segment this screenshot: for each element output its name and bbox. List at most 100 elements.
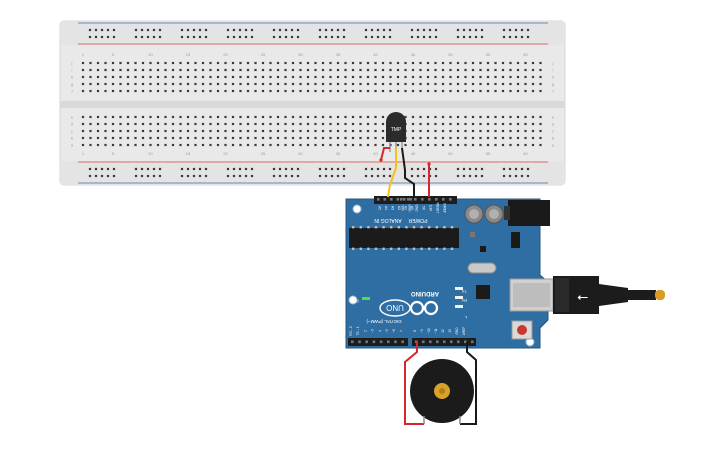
breadboard-hole[interactable] bbox=[366, 89, 370, 93]
breadboard-hole[interactable] bbox=[330, 174, 334, 178]
breadboard-hole[interactable] bbox=[410, 35, 414, 39]
breadboard-hole[interactable] bbox=[410, 167, 414, 171]
breadboard-hole[interactable] bbox=[134, 75, 137, 79]
breadboard-hole[interactable] bbox=[291, 68, 295, 72]
breadboard-hole[interactable] bbox=[111, 61, 115, 65]
breadboard-hole[interactable] bbox=[456, 136, 460, 140]
breadboard-hole[interactable] bbox=[141, 75, 145, 79]
breadboard-hole[interactable] bbox=[246, 115, 250, 119]
wire-yellow-signal[interactable] bbox=[387, 148, 397, 198]
breadboard-hole[interactable] bbox=[441, 82, 445, 86]
breadboard-hole[interactable] bbox=[134, 61, 137, 65]
breadboard-hole[interactable] bbox=[462, 28, 466, 32]
breadboard-hole[interactable] bbox=[106, 28, 110, 32]
breadboard-hole[interactable] bbox=[291, 122, 295, 126]
breadboard-hole[interactable] bbox=[366, 61, 370, 65]
breadboard-hole[interactable] bbox=[336, 129, 340, 133]
breadboard-hole[interactable] bbox=[156, 82, 160, 86]
breadboard-hole[interactable] bbox=[126, 61, 130, 65]
breadboard-hole[interactable] bbox=[224, 75, 227, 79]
breadboard-hole[interactable] bbox=[524, 89, 527, 93]
breadboard-hole[interactable] bbox=[186, 89, 190, 93]
breadboard-hole[interactable] bbox=[179, 136, 182, 140]
breadboard-hole[interactable] bbox=[359, 122, 362, 126]
breadboard-hole[interactable] bbox=[480, 174, 484, 178]
breadboard-hole[interactable] bbox=[244, 35, 248, 39]
breadboard-hole[interactable] bbox=[149, 122, 152, 126]
breadboard-hole[interactable] bbox=[314, 115, 317, 119]
breadboard-hole[interactable] bbox=[201, 143, 205, 147]
breadboard-hole[interactable] bbox=[480, 35, 484, 39]
wire-black-ground[interactable] bbox=[401, 147, 415, 197]
breadboard-hole[interactable] bbox=[204, 174, 208, 178]
breadboard-hole[interactable] bbox=[216, 82, 220, 86]
breadboard-hole[interactable] bbox=[284, 35, 288, 39]
breadboard-hole[interactable] bbox=[284, 122, 287, 126]
breadboard-hole[interactable] bbox=[239, 129, 242, 133]
breadboard-hole[interactable] bbox=[462, 167, 466, 171]
breadboard-hole[interactable] bbox=[531, 129, 535, 133]
breadboard-hole[interactable] bbox=[239, 122, 242, 126]
breadboard-hole[interactable] bbox=[269, 122, 272, 126]
breadboard-hole[interactable] bbox=[201, 89, 205, 93]
breadboard-hole[interactable] bbox=[186, 35, 190, 39]
breadboard-hole[interactable] bbox=[306, 75, 310, 79]
breadboard-hole[interactable] bbox=[224, 61, 227, 65]
breadboard-hole[interactable] bbox=[516, 129, 520, 133]
breadboard-hole[interactable] bbox=[456, 129, 460, 133]
breadboard-hole[interactable] bbox=[411, 115, 415, 119]
breadboard-hole[interactable] bbox=[318, 28, 322, 32]
breadboard-hole[interactable] bbox=[464, 115, 467, 119]
breadboard-hole[interactable] bbox=[434, 143, 437, 147]
breadboard-hole[interactable] bbox=[419, 82, 422, 86]
breadboard-hole[interactable] bbox=[464, 143, 467, 147]
breadboard-hole[interactable] bbox=[411, 122, 415, 126]
breadboard-hole[interactable] bbox=[284, 68, 287, 72]
breadboard-hole[interactable] bbox=[186, 129, 190, 133]
breadboard-hole[interactable] bbox=[226, 167, 230, 171]
breadboard-hole[interactable] bbox=[364, 167, 368, 171]
breadboard-hole[interactable] bbox=[226, 35, 230, 39]
breadboard-hole[interactable] bbox=[324, 174, 328, 178]
breadboard-hole[interactable] bbox=[471, 82, 475, 86]
piezo-buzzer[interactable] bbox=[410, 359, 474, 424]
breadboard-hole[interactable] bbox=[89, 68, 92, 72]
breadboard-hole[interactable] bbox=[96, 82, 100, 86]
breadboard-hole[interactable] bbox=[299, 75, 302, 79]
breadboard-hole[interactable] bbox=[318, 174, 322, 178]
breadboard-hole[interactable] bbox=[299, 143, 302, 147]
breadboard-hole[interactable] bbox=[134, 174, 138, 178]
breadboard-hole[interactable] bbox=[486, 136, 490, 140]
breadboard-hole[interactable] bbox=[261, 115, 265, 119]
breadboard-hole[interactable] bbox=[456, 115, 460, 119]
breadboard-hole[interactable] bbox=[104, 122, 107, 126]
breadboard-hole[interactable] bbox=[329, 75, 332, 79]
breadboard-hole[interactable] bbox=[239, 136, 242, 140]
breadboard-hole[interactable] bbox=[276, 115, 280, 119]
breadboard-hole[interactable] bbox=[254, 82, 257, 86]
breadboard-hole[interactable] bbox=[366, 75, 370, 79]
breadboard-hole[interactable] bbox=[299, 61, 302, 65]
breadboard-hole[interactable] bbox=[104, 129, 107, 133]
breadboard-hole[interactable] bbox=[192, 28, 196, 32]
breadboard-hole[interactable] bbox=[119, 68, 122, 72]
breadboard-hole[interactable] bbox=[126, 82, 130, 86]
breadboard-hole[interactable] bbox=[524, 82, 527, 86]
breadboard-hole[interactable] bbox=[179, 115, 182, 119]
breadboard-hole[interactable] bbox=[296, 167, 300, 171]
breadboard-hole[interactable] bbox=[231, 89, 235, 93]
breadboard-hole[interactable] bbox=[441, 122, 445, 126]
breadboard-hole[interactable] bbox=[342, 28, 346, 32]
breadboard-hole[interactable] bbox=[516, 143, 520, 147]
breadboard-hole[interactable] bbox=[314, 89, 317, 93]
breadboard-hole[interactable] bbox=[494, 136, 497, 140]
breadboard-hole[interactable] bbox=[158, 167, 162, 171]
breadboard-hole[interactable] bbox=[164, 68, 167, 72]
breadboard-hole[interactable] bbox=[314, 82, 317, 86]
breadboard-hole[interactable] bbox=[479, 143, 482, 147]
breadboard-hole[interactable] bbox=[441, 75, 445, 79]
breadboard-hole[interactable] bbox=[351, 129, 355, 133]
breadboard-hole[interactable] bbox=[152, 35, 156, 39]
breadboard-hole[interactable] bbox=[449, 82, 452, 86]
breadboard-hole[interactable] bbox=[468, 35, 472, 39]
